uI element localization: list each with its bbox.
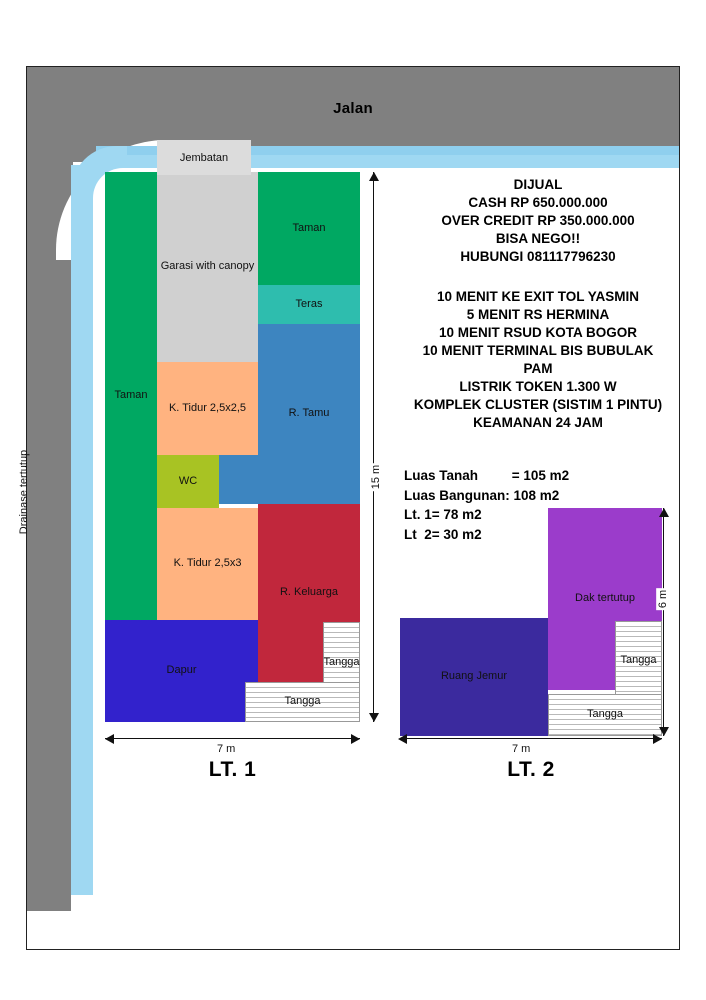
area-line-3: Lt 2= 30 m2 — [404, 526, 482, 542]
room-garasi: Garasi with canopy — [157, 172, 258, 362]
bridge-jembatan: Jembatan — [157, 140, 251, 175]
room-ruang-tamu: R. Tamu — [258, 324, 360, 504]
feature-line-6: KOMPLEK CLUSTER (SISTIM 1 PINTU) — [413, 396, 663, 412]
headline-line-2: OVER CREDIT RP 350.000.000 — [441, 212, 635, 228]
dimension-arrow-down-floor1 — [369, 713, 379, 722]
dimension-label-width-floor2: 7 m — [510, 742, 533, 756]
room-tangga-bottom-floor1: Tangga — [245, 682, 360, 722]
dimension-line-height-floor1 — [373, 172, 374, 722]
headline-line-1: CASH RP 650.000.000 — [468, 194, 608, 210]
dimension-label-width-floor1: 7 m — [215, 742, 238, 756]
dimension-arrow-left-floor1 — [105, 734, 114, 744]
room-wc: WC — [157, 455, 219, 508]
dimension-arrow-left-floor2 — [398, 734, 407, 744]
room-ruang-jemur: Ruang Jemur — [400, 618, 548, 736]
listing-areas: Luas Tanah = 105 m2 Luas Bangunan: 108 m… — [404, 466, 569, 544]
listing-headline: DIJUAL CASH RP 650.000.000 OVER CREDIT R… — [388, 176, 688, 266]
dimension-line-height-floor2 — [663, 508, 664, 736]
room-dapur: Dapur — [105, 620, 258, 722]
room-tangga-bottom-floor2: Tangga — [548, 694, 662, 736]
dimension-line-width-floor1 — [105, 738, 360, 739]
drainage-strip-top-shade — [96, 146, 679, 155]
dimension-arrow-down-floor2 — [659, 727, 669, 736]
room-taman-left: Taman — [105, 172, 157, 620]
floor1-plan: Taman Garasi with canopy Taman Teras R. … — [105, 172, 360, 722]
dimension-arrow-right-floor1 — [351, 734, 360, 744]
room-tangga-side-floor2: Tangga — [615, 621, 662, 701]
feature-line-3: 10 MENIT TERMINAL BIS BUBULAK — [422, 342, 654, 358]
area-line-2: Lt. 1= 78 m2 — [404, 507, 482, 523]
headline-line-3: BISA NEGO!! — [495, 230, 581, 246]
dimension-label-height-floor2: 6 m — [656, 587, 671, 611]
room-taman-right: Taman — [258, 172, 360, 285]
room-teras: Teras — [258, 285, 360, 324]
feature-line-0: 10 MENIT KE EXIT TOL YASMIN — [436, 289, 640, 304]
area-line-0: Luas Tanah = 105 m2 — [404, 468, 570, 483]
drainage-label: Drainase tertutup — [18, 449, 30, 535]
room-ruang-tamu-ext — [219, 455, 258, 504]
area-line-1: Luas Bangunan: 108 m2 — [404, 487, 560, 503]
dimension-arrow-up-floor2 — [659, 508, 669, 517]
drainage-strip-left — [71, 165, 93, 895]
room-kamar-tidur-2: K. Tidur 2,5x3 — [157, 508, 258, 620]
dimension-label-height-floor1: 15 m — [369, 462, 384, 492]
feature-line-2: 10 MENIT RSUD KOTA BOGOR — [438, 324, 637, 340]
feature-line-4: PAM — [523, 360, 553, 376]
headline-line-0: DIJUAL — [513, 177, 563, 192]
road-area-left — [27, 162, 71, 911]
headline-line-4: HUBUNGI 081117796230 — [460, 248, 616, 264]
feature-line-7: KEAMANAN 24 JAM — [473, 414, 603, 430]
feature-line-1: 5 MENIT RS HERMINA — [466, 306, 610, 322]
dimension-arrow-up-floor1 — [369, 172, 379, 181]
floor1-title: LT. 1 — [208, 758, 257, 781]
feature-line-5: LISTRIK TOKEN 1.300 W — [459, 378, 617, 394]
listing-features: 10 MENIT KE EXIT TOL YASMIN 5 MENIT RS H… — [382, 288, 694, 432]
dimension-line-width-floor2 — [400, 738, 662, 739]
floor2-title: LT. 2 — [507, 758, 555, 781]
floor2-plan: Ruang Jemur Dak tertutup Tangga Tangga — [400, 508, 662, 736]
room-kamar-tidur-1: K. Tidur 2,5x2,5 — [157, 362, 258, 455]
road-label: Jalan — [333, 100, 373, 117]
dimension-arrow-right-floor2 — [653, 734, 662, 744]
